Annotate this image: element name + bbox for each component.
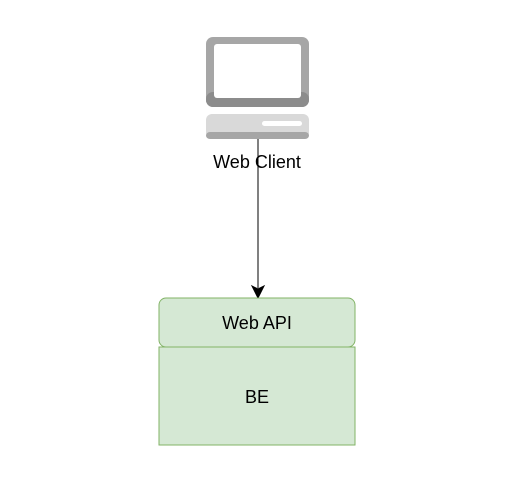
edge-client-to-api	[250, 139, 266, 300]
be-node	[158, 346, 356, 446]
arrow-head	[250, 284, 266, 300]
monitor-screen	[214, 44, 301, 98]
drive-slot	[262, 121, 302, 126]
web-client-label: Web Client	[213, 152, 301, 172]
be-label: BE	[245, 387, 269, 407]
computer-icon	[206, 37, 309, 139]
be-box	[158, 346, 356, 446]
web-api-label: Web API	[222, 313, 292, 333]
keyboard-base-shadow	[206, 132, 309, 139]
